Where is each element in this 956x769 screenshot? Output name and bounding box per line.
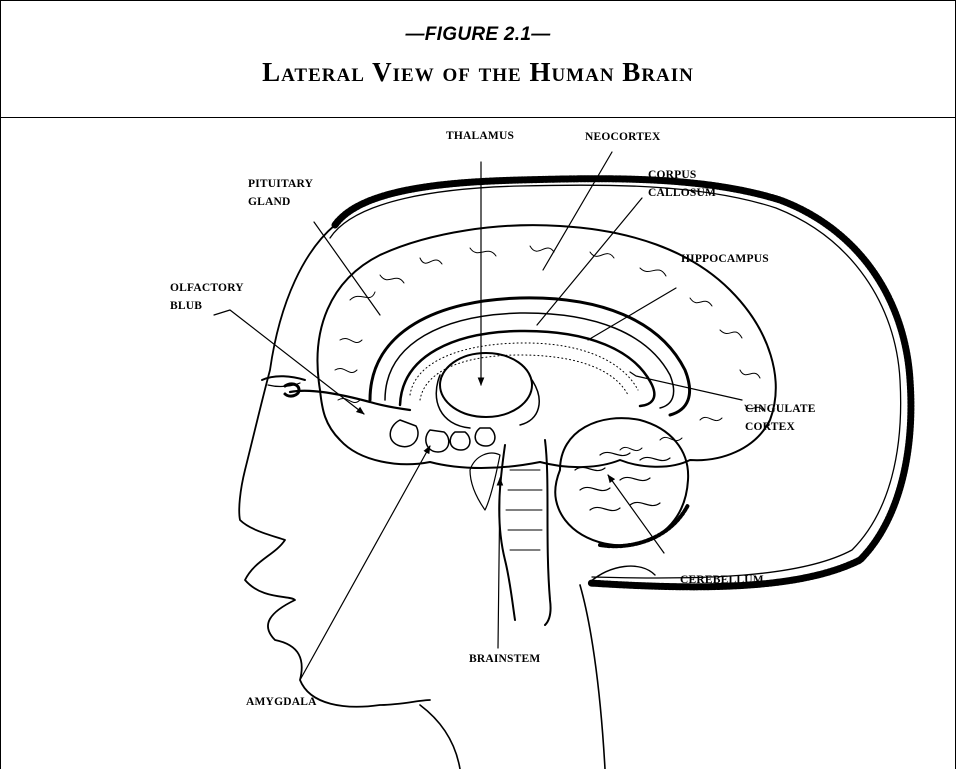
hippocampus-leader <box>588 288 676 340</box>
labels: THALAMUS NEOCORTEX CORPUS CALLOSUM PITUI… <box>170 130 816 708</box>
label-olfactory-bulb-line2: BLUB <box>170 300 202 312</box>
label-neocortex: NEOCORTEX <box>585 131 661 143</box>
figure-title: Lateral View of the Human Brain <box>0 57 956 88</box>
label-cingulate-cortex-line2: CORTEX <box>745 421 795 433</box>
label-hippocampus: HIPPOCAMPUS <box>681 253 769 265</box>
label-cingulate-cortex-line1: CINGULATE <box>745 403 816 415</box>
pituitary-gland-leader <box>314 222 380 315</box>
cerebellum <box>555 418 688 546</box>
label-olfactory-bulb-line1: OLFACTORY <box>170 282 244 294</box>
corpus-callosum-leader <box>537 198 642 325</box>
label-corpus-callosum-line2: CALLOSUM <box>648 187 716 199</box>
figure-number: —FIGURE 2.1— <box>0 24 956 46</box>
label-pituitary-gland-line1: PITUITARY <box>248 178 314 190</box>
brain-diagram: THALAMUS NEOCORTEX CORPUS CALLOSUM PITUI… <box>0 118 956 769</box>
label-amygdala: AMYGDALA <box>246 696 317 708</box>
frame-top-border <box>0 0 956 1</box>
label-corpus-callosum-line1: CORPUS <box>648 169 696 181</box>
amygdala-leader <box>300 446 430 680</box>
label-thalamus: THALAMUS <box>446 130 514 142</box>
label-pituitary-gland-line2: GLAND <box>248 196 291 208</box>
cerebellum-leader <box>608 475 664 553</box>
head-outline <box>239 179 911 769</box>
neocortex-leader <box>543 152 612 270</box>
label-brainstem: BRAINSTEM <box>469 653 540 665</box>
label-cerebellum: CEREBELLUM <box>680 574 764 586</box>
